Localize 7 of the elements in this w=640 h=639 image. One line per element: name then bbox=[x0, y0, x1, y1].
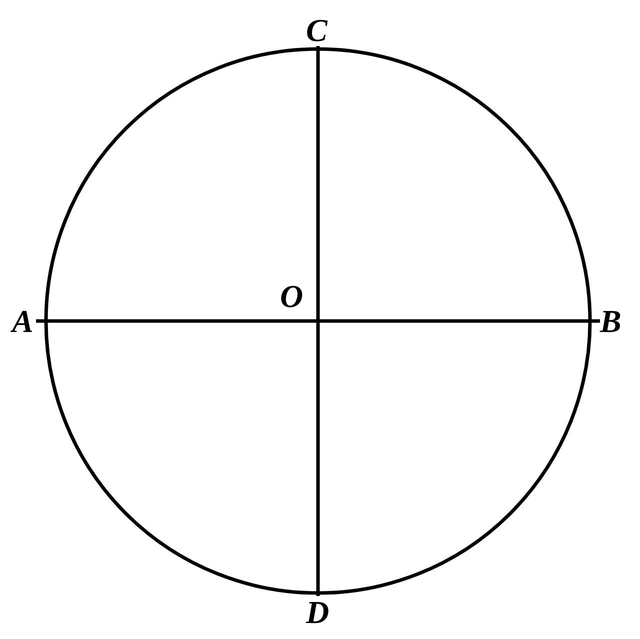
diameter-line bbox=[36, 319, 600, 323]
point-label: C bbox=[306, 14, 328, 46]
center-label: O bbox=[280, 280, 304, 312]
diameter-line bbox=[316, 46, 320, 596]
point-label: D bbox=[306, 596, 330, 628]
point-label: A bbox=[12, 305, 34, 337]
point-label: B bbox=[600, 305, 622, 337]
